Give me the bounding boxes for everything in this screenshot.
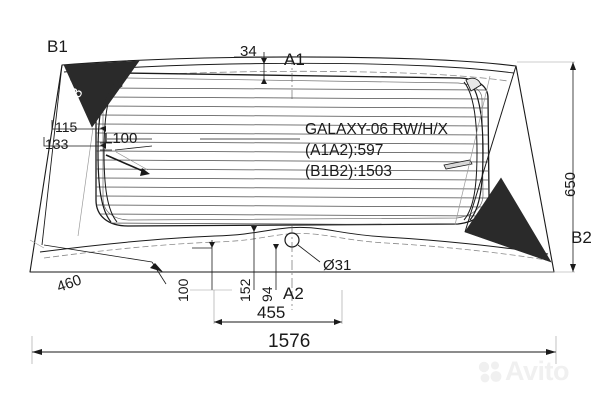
dim-label-l100: L100 [104, 130, 138, 147]
dim-115-133 [43, 120, 112, 151]
mounting-hole [284, 224, 321, 292]
watermark-text: Avito [505, 356, 570, 386]
corner-shade-left [63, 60, 140, 128]
dim-label-100: 100 [175, 278, 191, 302]
label-b1: B1 [47, 37, 68, 56]
connector-tab-right [443, 77, 482, 170]
spec-a-dimension: (A1A2):597 [305, 142, 384, 159]
label-b2: B2 [571, 228, 592, 247]
dim-label-94: 94 [259, 286, 275, 302]
dim-label-1576: 1576 [268, 331, 311, 352]
dim-label-650: 650 [562, 171, 579, 197]
top-edge-band [63, 62, 515, 82]
label-a1: A1 [284, 50, 305, 69]
busbar-right [463, 81, 484, 221]
label-a2: A2 [283, 284, 304, 303]
dim-1576 [31, 336, 557, 364]
dim-455 [213, 290, 343, 325]
corner-shade-right [464, 177, 552, 263]
dim-label-hole-diameter: Ø31 [323, 257, 352, 274]
dim-100 [190, 240, 232, 291]
dim-460 [29, 239, 167, 285]
dim-152-94 [251, 226, 279, 290]
dim-650 [500, 61, 576, 273]
dim-label-133: 133 [45, 136, 69, 152]
part-spec-block: GALAXY-06 RW/H/X (A1A2):597 (B1B2):1503 [305, 119, 485, 182]
dim-label-34: 34 [240, 43, 257, 60]
spec-model-code: GALAXY-06 RW/H/X [305, 121, 449, 138]
dim-34 [234, 52, 267, 84]
bottom-edge-band [39, 227, 549, 261]
dim-label-455: 455 [257, 303, 286, 322]
right-panel-edge [454, 65, 517, 233]
dim-label-115: 115 [55, 119, 78, 135]
l100-leader [105, 138, 300, 176]
avito-logo-icon [478, 361, 502, 383]
spec-b-dimension: (B1B2):1503 [305, 163, 393, 180]
dim-label-152: 152 [237, 278, 253, 302]
